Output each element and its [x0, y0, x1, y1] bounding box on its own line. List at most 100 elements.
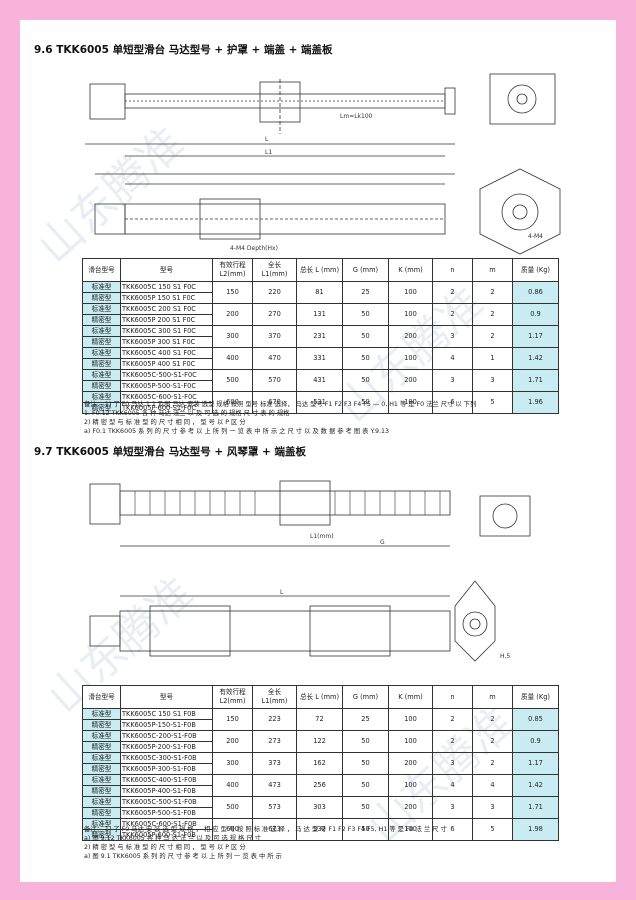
dim-label-G: G	[380, 539, 385, 546]
type-cell: 精密型	[82, 402, 121, 414]
model-cell: TKK6005P-400-S1-F0B	[120, 785, 213, 797]
value-cell-n: 3	[432, 752, 473, 775]
value-cell-mass: 1.17	[512, 752, 559, 775]
value-cell-g: 50	[342, 303, 389, 326]
value-cell-k: 200	[388, 325, 433, 348]
note-line: 2) 精 密 型 与 标 准 型 的 尺 寸 相 同 ， 型 号 以 P 区 分	[84, 844, 246, 851]
column-header: G (mm)	[342, 685, 389, 709]
value-cell-m: 3	[472, 369, 513, 392]
section-title-9-6: 9.6 TKK6005 单短型滑台 马达型号 + 护罩 + 端盖 + 端盖板	[34, 44, 333, 56]
value-cell-n: 3	[432, 369, 473, 392]
value-cell-g: 50	[342, 774, 389, 797]
column-header: 有效行程 L2(mm)	[212, 258, 253, 282]
table-header-row: 滑台型号型号有效行程 L2(mm)全长 L1(mm)总长 L (mm)G (mm…	[82, 685, 559, 709]
type-cell: 标准型	[82, 708, 121, 720]
value-cell-mass: 0.85	[512, 708, 559, 731]
value-cell-l1: 220	[252, 281, 297, 304]
model-cell: TKK6005C-400-S1-F0B	[120, 774, 213, 786]
value-cell-stroke: 400	[212, 347, 253, 370]
value-cell-l1: 570	[252, 369, 297, 392]
type-cell: 标准型	[82, 796, 121, 808]
type-cell: 精密型	[82, 807, 121, 819]
column-header: 总长 L (mm)	[296, 685, 343, 709]
model-cell: TKK6005P-150-S1-F0B	[120, 719, 213, 731]
dim-label-side: 4-M4 Depth(Hx)	[230, 245, 278, 252]
value-cell-stroke: 500	[212, 369, 253, 392]
value-cell-k: 100	[388, 708, 433, 731]
value-cell-mass: 0.9	[512, 303, 559, 326]
dim-label-L: L	[280, 589, 284, 596]
value-cell-l1: 370	[252, 325, 297, 348]
column-header: 质量 (Kg)	[512, 258, 559, 282]
value-cell-g: 50	[342, 369, 389, 392]
column-header: 有效行程 L2(mm)	[212, 685, 253, 709]
value-cell-l: 431	[296, 369, 343, 392]
value-cell-n: 2	[432, 730, 473, 753]
value-cell-k: 200	[388, 369, 433, 392]
type-cell: 精密型	[82, 380, 121, 392]
value-cell-l1: 573	[252, 796, 297, 819]
value-cell-mass: 1.42	[512, 774, 559, 797]
type-cell: 精密型	[82, 741, 121, 753]
column-header: m	[472, 258, 513, 282]
type-cell: 精密型	[82, 785, 121, 797]
type-cell: 精密型	[82, 719, 121, 731]
column-header: K (mm)	[388, 685, 433, 709]
value-cell-l: 303	[296, 796, 343, 819]
column-header: 滑台型号	[82, 685, 121, 709]
value-cell-k: 100	[388, 774, 433, 797]
value-cell-l: 131	[296, 303, 343, 326]
model-cell: TKK6005P-500-S1-F0B	[120, 807, 213, 819]
type-cell: 标准型	[82, 325, 121, 337]
value-cell-l: 231	[296, 325, 343, 348]
model-cell: TKK6005P-600-S1-F0B	[120, 829, 213, 841]
model-cell: TKK6005P-200-S1-F0B	[120, 741, 213, 753]
value-cell-m: 2	[472, 281, 513, 304]
model-cell: TKK6005C 300 S1 F0C	[120, 325, 213, 337]
column-header: 总长 L (mm)	[296, 258, 343, 282]
value-cell-m: 4	[472, 774, 513, 797]
value-cell-n: 2	[432, 708, 473, 731]
value-cell-m: 1	[472, 347, 513, 370]
note-line: a) 图 9.1 TKK6005 系 列 的 尺 寸 参 考 以 上 所 列 一…	[84, 853, 282, 860]
type-cell: 精密型	[82, 336, 121, 348]
type-cell: 标准型	[82, 752, 121, 764]
model-cell: TKK6005C 200 S1 F0C	[120, 303, 213, 315]
value-cell-stroke: 300	[212, 325, 253, 348]
note-line: 2) 精 密 型 与 标 准 型 的 尺 寸 相 同 ， 型 号 以 P 区 分	[84, 419, 246, 426]
table2-notes: 备注： 1) 了 F0 马达 安 装 选 型 规 格 ， 相 应 型 号 按 照…	[84, 825, 447, 861]
value-cell-l1: 373	[252, 752, 297, 775]
table-header-row: 滑台型号型号有效行程 L2(mm)全长 L1(mm)总长 L (mm)G (mm…	[82, 258, 559, 282]
dim-label-L1: L1	[265, 149, 272, 156]
value-cell-l: 122	[296, 730, 343, 753]
dim-label-L: L	[265, 136, 269, 143]
value-cell-g: 25	[342, 281, 389, 304]
value-cell-l1: 673	[252, 818, 297, 841]
value-cell-k: 200	[388, 796, 433, 819]
column-header: 滑台型号	[82, 258, 121, 282]
note-line: 1. F0.12 TKK6005 各 种 马达 法兰 以 及 可 选 的 规格 …	[84, 410, 290, 417]
type-cell: 标准型	[82, 281, 121, 293]
type-cell: 标准型	[82, 347, 121, 359]
note-line: 备注： 1) 了 F0 马达 安 装 选 型 规 格 ， 相 应 型 号 按 照…	[84, 826, 447, 833]
section-title-9-7: 9.7 TKK6005 单短型滑台 马达型号 + 风琴罩 + 端盖板	[34, 446, 306, 458]
value-cell-mass: 1.98	[512, 818, 559, 841]
value-cell-k: 200	[388, 752, 433, 775]
value-cell-g: 50	[342, 325, 389, 348]
value-cell-m: 5	[472, 391, 513, 414]
value-cell-stroke: 400	[212, 774, 253, 797]
type-cell: 精密型	[82, 829, 121, 841]
type-cell: 精密型	[82, 358, 121, 370]
